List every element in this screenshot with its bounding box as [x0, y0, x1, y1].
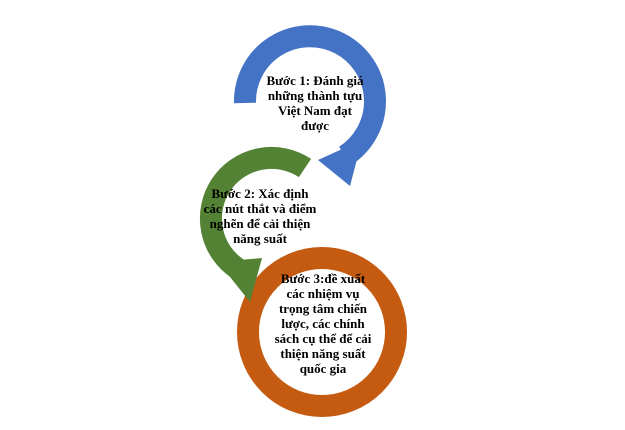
step1-line: được	[301, 118, 329, 133]
step1-line: Việt Nam đạt	[278, 103, 352, 118]
step2-line: năng suất	[233, 231, 287, 246]
step1-arc	[233, 25, 386, 166]
step2-line: các nút thắt và điểm	[203, 201, 317, 216]
step2-label: Bước 2: Xác định các nút thắt và điểm ng…	[195, 186, 325, 246]
step2-arc	[199, 146, 312, 279]
step3-label: Bước 3:đề xuất các nhiệm vụ trọng tâm ch…	[258, 271, 388, 376]
step3-line: trọng tâm chiến	[278, 301, 368, 316]
step3-line: các nhiệm vụ	[286, 286, 360, 301]
step3-ring	[237, 247, 407, 417]
step1-label: Bước 1: Đánh giá những thành tựu Việt Na…	[250, 73, 380, 133]
step3-line: quốc gia	[299, 361, 347, 376]
step1-arrowhead	[318, 140, 362, 186]
step3-line: thiện năng suất	[280, 346, 366, 361]
step1-line: những thành tựu	[267, 88, 363, 103]
step3-line: lược, các chính	[281, 316, 365, 331]
step1-line: Bước 1: Đánh giá	[266, 73, 364, 88]
step3-line: Bước 3:đề xuất	[280, 271, 366, 286]
step2-line: nghẽn để cải thiện	[209, 216, 311, 231]
step2-line: Bước 2: Xác định	[211, 186, 309, 201]
step2-arrowhead	[218, 258, 262, 302]
step3-line: sách cụ thể để cải	[274, 331, 372, 346]
